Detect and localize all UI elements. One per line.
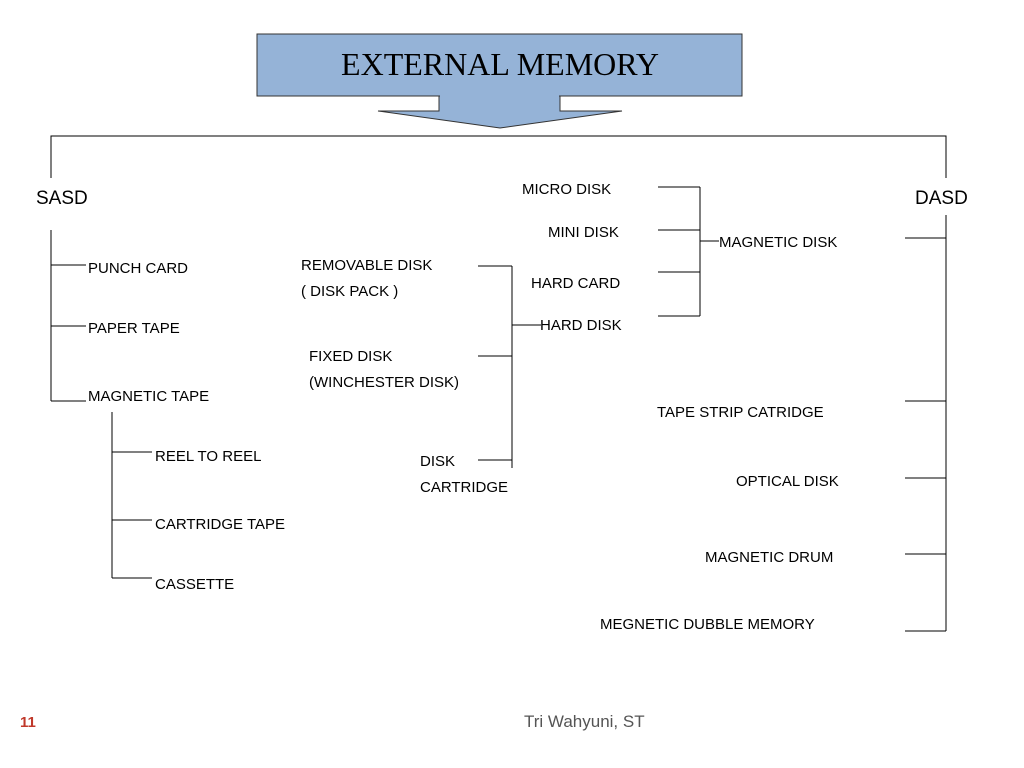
hard-disk-label: HARD DISK: [540, 317, 622, 334]
magnetic-drum-label: MAGNETIC DRUM: [705, 549, 834, 566]
fixed-disk-label: FIXED DISK (WINCHESTER DISK): [309, 348, 459, 391]
removable-disk-label: REMOVABLE DISK ( DISK PACK ): [301, 257, 433, 300]
magnetic-disk-label: MAGNETIC DISK: [719, 234, 838, 251]
punch-card-label: PUNCH CARD: [88, 260, 189, 277]
reel-to-reel-label: REEL TO REEL: [155, 448, 262, 465]
author-footer: Tri Wahyuni, ST: [524, 712, 645, 731]
magnetic-tape-label: MAGNETIC TAPE: [88, 388, 210, 405]
megnetic-dubble-memory-label: MEGNETIC DUBBLE MEMORY: [600, 616, 815, 633]
micro-disk-label: MICRO DISK: [522, 181, 612, 198]
tape-strip-catridge-label: TAPE STRIP CATRIDGE: [657, 404, 824, 421]
mini-disk-label: MINI DISK: [548, 224, 619, 241]
optical-disk-label: OPTICAL DISK: [736, 473, 839, 490]
sasd-label: SASD: [36, 188, 88, 209]
top-bracket: [50, 135, 947, 178]
cartridge-tape-label: CARTRIDGE TAPE: [155, 516, 286, 533]
title-arrow: [377, 95, 623, 129]
disk-cartridge-label: DISK CARTRIDGE: [420, 453, 509, 496]
paper-tape-label: PAPER TAPE: [88, 320, 180, 337]
title-box: [256, 33, 743, 97]
hard-card-label: HARD CARD: [531, 275, 621, 292]
dasd-label: DASD: [915, 188, 968, 209]
page-title: EXTERNAL MEMORY: [341, 46, 659, 82]
cassette-label: CASSETTE: [155, 576, 235, 593]
page-number: 11: [20, 714, 36, 731]
